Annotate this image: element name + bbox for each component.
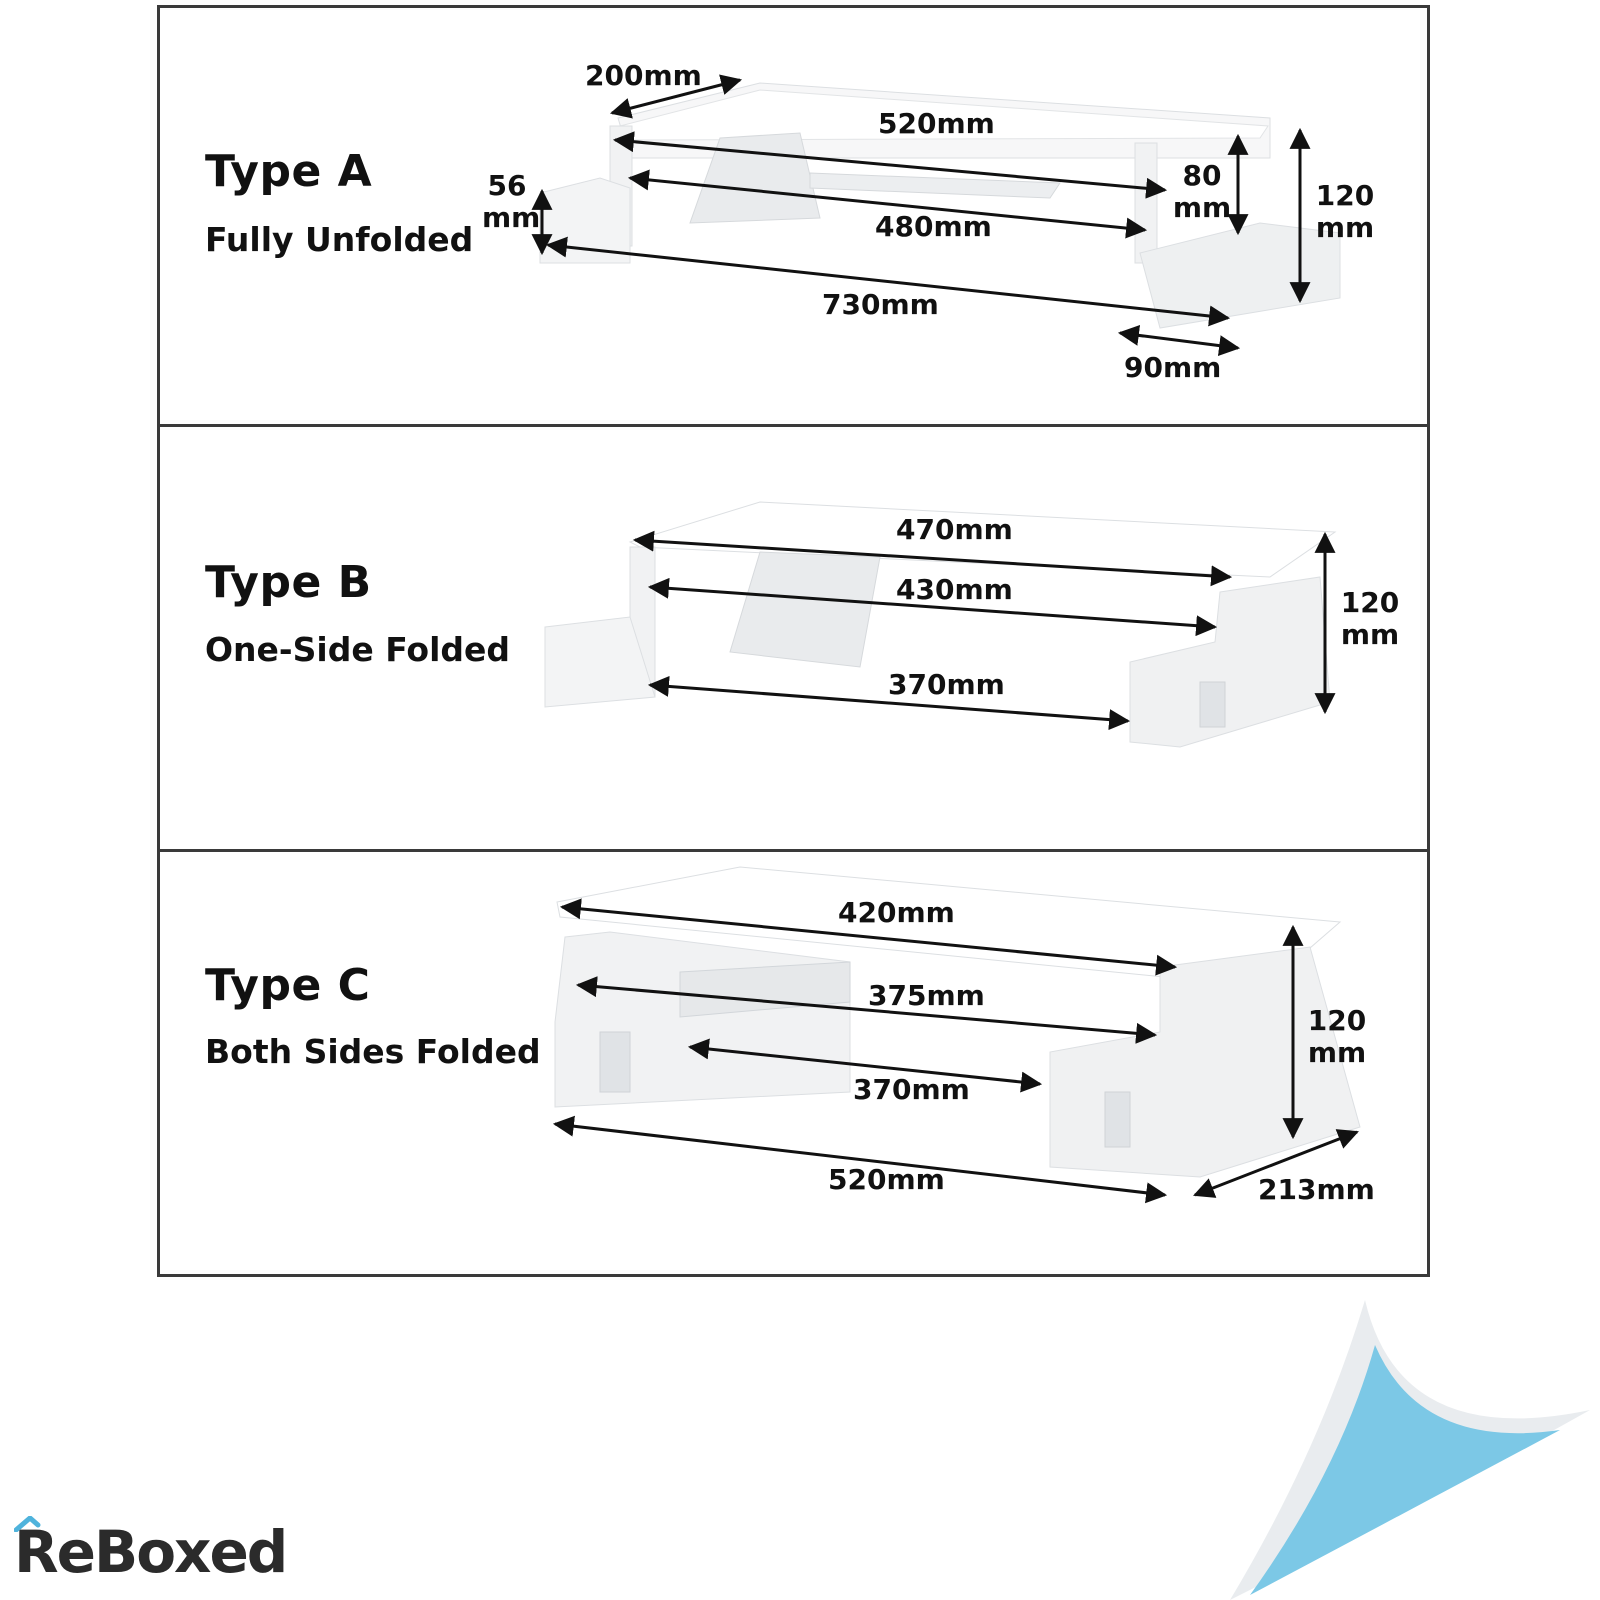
type-subtitle: Both Sides Folded [205, 1032, 541, 1071]
arrow-370 [687, 1038, 1043, 1093]
dim-label-370: 370mm [853, 1073, 970, 1106]
dim-label-80-unit: mm [1172, 191, 1232, 224]
type-title: Type A [205, 146, 373, 197]
dim-label-56-number: 56 [487, 169, 527, 202]
panel-type-a: Type A Fully Unfolded 200mm 520mm 480mm … [157, 5, 1430, 427]
panel-type-c: Type C Both Sides Folded 420mm 375mm 370… [157, 849, 1430, 1277]
dim-label-480: 480mm [875, 210, 992, 243]
product-illustration-type-a [531, 74, 1341, 357]
dim-label-520: 520mm [878, 107, 995, 140]
dim-label-375: 375mm [868, 979, 985, 1012]
type-subtitle: Fully Unfolded [205, 220, 474, 259]
dim-label-120-unit: mm [1340, 618, 1400, 651]
dim-label-120-number: 120 [1340, 586, 1400, 619]
arrow-430 [647, 577, 1218, 637]
dim-label-120: 120 mm [1302, 1005, 1372, 1069]
dim-label-420: 420mm [838, 896, 955, 929]
type-title: Type C [205, 960, 371, 1011]
dim-label-56: 56 mm [482, 169, 541, 234]
dim-label-730: 730mm [822, 288, 939, 321]
arrow-375 [575, 976, 1158, 1044]
dim-label-80-number: 80 [1182, 159, 1222, 192]
arrow-520 [552, 1115, 1168, 1204]
panel-type-b: Type B One-Side Folded 470mm 430mm 370mm… [157, 424, 1430, 852]
type-title: Type B [205, 557, 372, 608]
dim-label-470: 470mm [896, 513, 1013, 546]
dim-label-430: 430mm [896, 573, 1013, 606]
page-curl-icon [1230, 1300, 1590, 1600]
arrow-420 [559, 898, 1178, 976]
dim-label-120-unit: mm [1307, 1036, 1367, 1069]
dim-label-520: 520mm [828, 1163, 945, 1196]
dim-label-370: 370mm [888, 668, 1005, 701]
dim-label-120-number: 120 [1315, 179, 1375, 212]
reboxed-logo: ReBoxed [14, 1516, 288, 1586]
product-illustration-type-c [552, 866, 1361, 1204]
arrow-470 [632, 530, 1233, 587]
type-subtitle: One-Side Folded [205, 630, 511, 669]
dim-label-213: 213mm [1258, 1173, 1375, 1206]
logo-text: ReBoxed [14, 1518, 288, 1586]
product-illustration-type-b [544, 501, 1337, 748]
dim-label-120: 120 mm [1310, 180, 1380, 244]
dim-label-120-unit: mm [1315, 211, 1375, 244]
arrow-200 [609, 74, 743, 119]
arrow-730 [545, 236, 1231, 327]
arrow-480 [627, 169, 1148, 239]
dim-label-80: 80 mm [1172, 160, 1232, 224]
dim-label-120-number: 120 [1307, 1004, 1367, 1037]
logo-tick-icon [14, 1516, 41, 1532]
dim-label-200: 200mm [585, 59, 702, 92]
arrow-213 [1193, 1129, 1359, 1198]
dim-label-56-unit: mm [482, 201, 541, 234]
arrow-90 [1117, 324, 1241, 357]
dim-label-90: 90mm [1124, 351, 1222, 384]
dim-label-120: 120 mm [1335, 587, 1405, 651]
arrow-370 [647, 675, 1131, 731]
